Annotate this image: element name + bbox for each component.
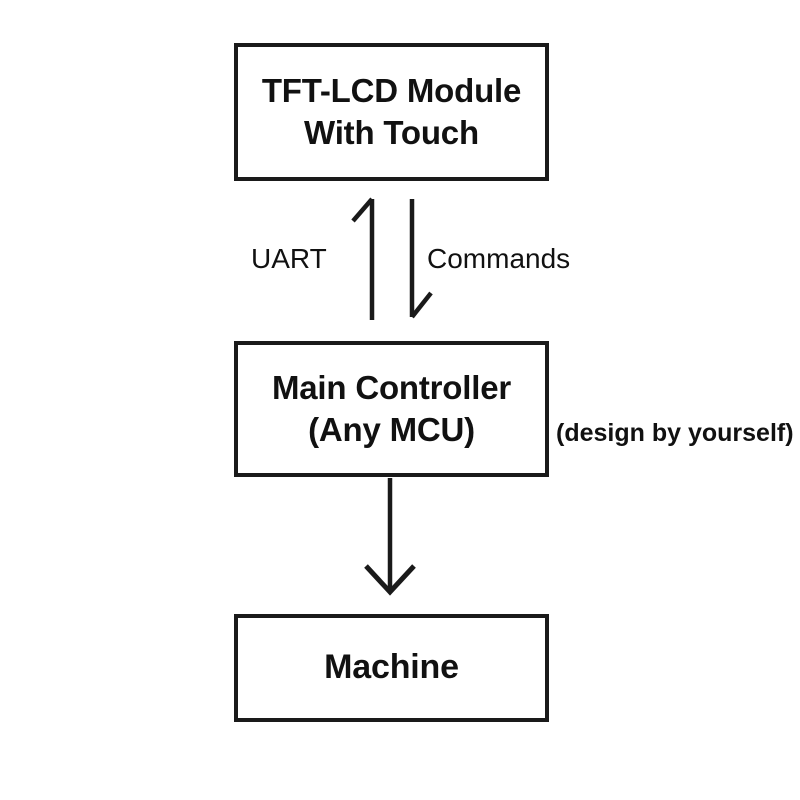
edge-label-commands: Commands (427, 243, 571, 274)
arrow-mcu-to-machine (364, 478, 416, 596)
node-machine[interactable]: Machine (234, 614, 549, 722)
arrow-uart-up-head (351, 197, 374, 223)
node-tft-lcd-module-line-1: TFT-LCD Module (261, 71, 522, 109)
node-main-controller-line-1: Main Controller (271, 368, 511, 406)
annotation-design-by-yourself: (design by yourself) (556, 419, 794, 447)
arrow-uart-up (351, 197, 375, 320)
node-machine-line-1: Machine (324, 648, 459, 687)
node-main-controller[interactable]: Main Controller (Any MCU) (234, 341, 549, 477)
node-tft-lcd-module-line-2: With Touch (304, 114, 479, 151)
node-main-controller-line-2: (Any MCU) (308, 411, 475, 448)
arrow-commands-down-head (410, 291, 433, 319)
arrow-mcu-to-machine-head (364, 564, 416, 596)
edge-label-uart: UART (251, 243, 327, 274)
node-tft-lcd-module[interactable]: TFT-LCD Module With Touch (234, 43, 549, 181)
